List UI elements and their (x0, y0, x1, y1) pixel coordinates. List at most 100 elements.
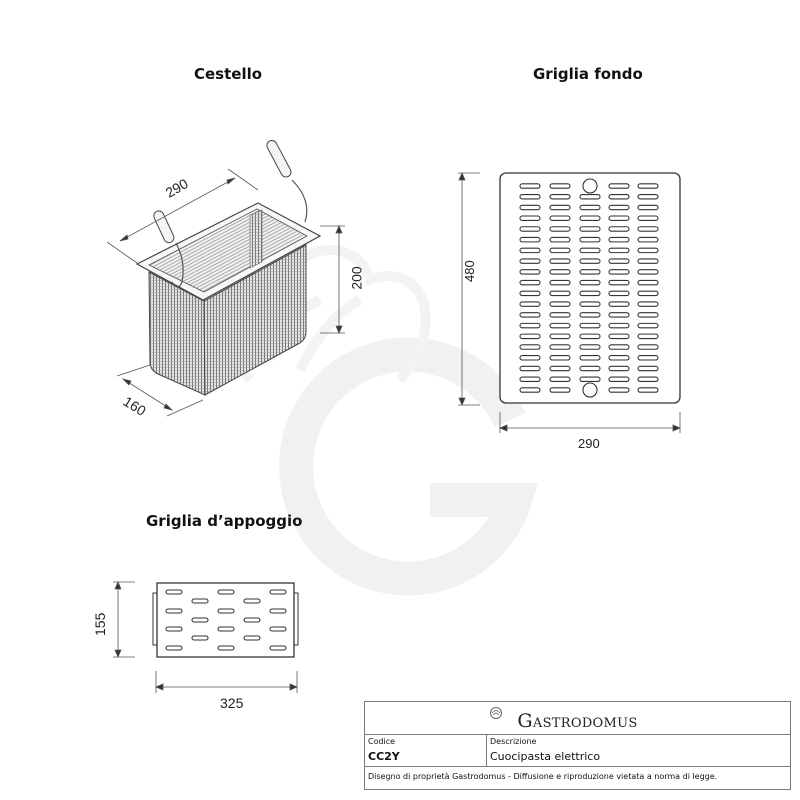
fondo-slot (549, 269, 571, 275)
code-label: Codice (368, 737, 396, 746)
fondo-slot (608, 215, 630, 221)
title-block: GASTRODOMUS Codice CC2Y Descrizione Cuoc… (364, 701, 791, 790)
fondo-slot (637, 322, 659, 329)
dimension-cestello-height (320, 224, 345, 335)
brand-rest: ASTRODOMUS (532, 716, 638, 731)
fondo-slot (549, 387, 571, 393)
fondo-slot (608, 247, 630, 254)
code-value: CC2Y (368, 750, 400, 763)
fondo-slot (519, 215, 541, 221)
fondo-slot (579, 193, 601, 200)
appoggio-slot (165, 626, 183, 632)
code-cell: Codice CC2Y (365, 735, 487, 766)
fondo-slot (519, 236, 541, 243)
fondo-slot (637, 215, 659, 221)
fondo-slot (579, 258, 601, 264)
fondo-slot (519, 247, 541, 254)
fondo-slot (637, 269, 659, 275)
fondo-slot (519, 258, 541, 264)
fondo-slot (608, 226, 630, 232)
fondo-slot (579, 312, 601, 318)
fondo-slot (549, 247, 571, 254)
appoggio-slot (217, 589, 235, 595)
fondo-slot (608, 290, 630, 297)
fondo-slot (637, 312, 659, 318)
appoggio-slot (217, 608, 235, 614)
fondo-slot (637, 333, 659, 340)
fondo-slot (579, 236, 601, 243)
fondo-slot (519, 344, 541, 350)
fondo-slot (519, 290, 541, 297)
watermark-g-icon (279, 337, 539, 596)
griglia-appoggio-plate (156, 582, 295, 658)
fondo-slot (608, 333, 630, 340)
fondo-slot (579, 322, 601, 329)
fondo-slot (549, 258, 571, 264)
fondo-slot (637, 355, 659, 361)
fondo-slot (549, 279, 571, 286)
fondo-slot (637, 183, 659, 189)
dimension-cestello-width (116, 364, 204, 417)
fondo-slot (608, 322, 630, 329)
fondo-slot (608, 193, 630, 200)
fondo-slot (579, 215, 601, 221)
griglia-fondo-title: Griglia fondo (533, 65, 643, 83)
fondo-slot (579, 365, 601, 372)
appoggio-slot (243, 635, 261, 641)
fondo-slot (549, 290, 571, 297)
fondo-slot (549, 226, 571, 232)
fondo-width-label: 290 (578, 436, 600, 451)
fondo-slot (608, 344, 630, 350)
fondo-slot (637, 290, 659, 297)
fondo-slot (549, 322, 571, 329)
dimension-cestello-length (106, 168, 259, 264)
fondo-slot (608, 279, 630, 286)
appoggio-slot (165, 645, 183, 651)
fondo-slot (579, 333, 601, 340)
title-block-footer-row: Disegno di proprietà Gastrodomus - Diffu… (365, 767, 790, 789)
fondo-slot (549, 183, 571, 189)
dimension-appoggio-width (154, 671, 299, 693)
fondo-slot (637, 344, 659, 350)
fondo-slot (608, 258, 630, 264)
fondo-slot (579, 204, 601, 211)
appoggio-slot (217, 645, 235, 651)
fondo-slot (519, 322, 541, 329)
fondo-slot (519, 312, 541, 318)
fondo-slot (519, 301, 541, 307)
appoggio-slot (217, 626, 235, 632)
appoggio-slot (165, 589, 183, 595)
fondo-slot (579, 247, 601, 254)
appoggio-width-label: 325 (220, 695, 244, 711)
dimension-fondo-height (458, 171, 480, 407)
fondo-slot (549, 333, 571, 340)
appoggio-slot (269, 626, 287, 632)
copyright-notice: Disegno di proprietà Gastrodomus - Diffu… (368, 772, 718, 781)
fondo-slot (519, 376, 541, 383)
fondo-slot (579, 290, 601, 297)
griglia-fondo-plate (499, 172, 681, 404)
fondo-slot (608, 312, 630, 318)
cestello-title: Cestello (194, 65, 263, 83)
fondo-slot (519, 387, 541, 393)
fondo-slot (579, 279, 601, 286)
fondo-slot (637, 279, 659, 286)
brand-initial: G (517, 710, 533, 732)
fondo-slot (608, 204, 630, 211)
fondo-slot (549, 376, 571, 383)
appoggio-height-label: 155 (92, 613, 108, 636)
appoggio-slot (191, 598, 209, 604)
fondo-slot (579, 301, 601, 307)
fondo-slot (519, 279, 541, 286)
brand-name: GASTRODOMUS (365, 710, 790, 732)
fondo-slot (549, 193, 571, 200)
fondo-slot (579, 376, 601, 383)
appoggio-slot (165, 608, 183, 614)
fondo-slot (608, 301, 630, 307)
appoggio-slot (269, 645, 287, 651)
fondo-slot (519, 333, 541, 340)
fondo-slot (549, 204, 571, 211)
